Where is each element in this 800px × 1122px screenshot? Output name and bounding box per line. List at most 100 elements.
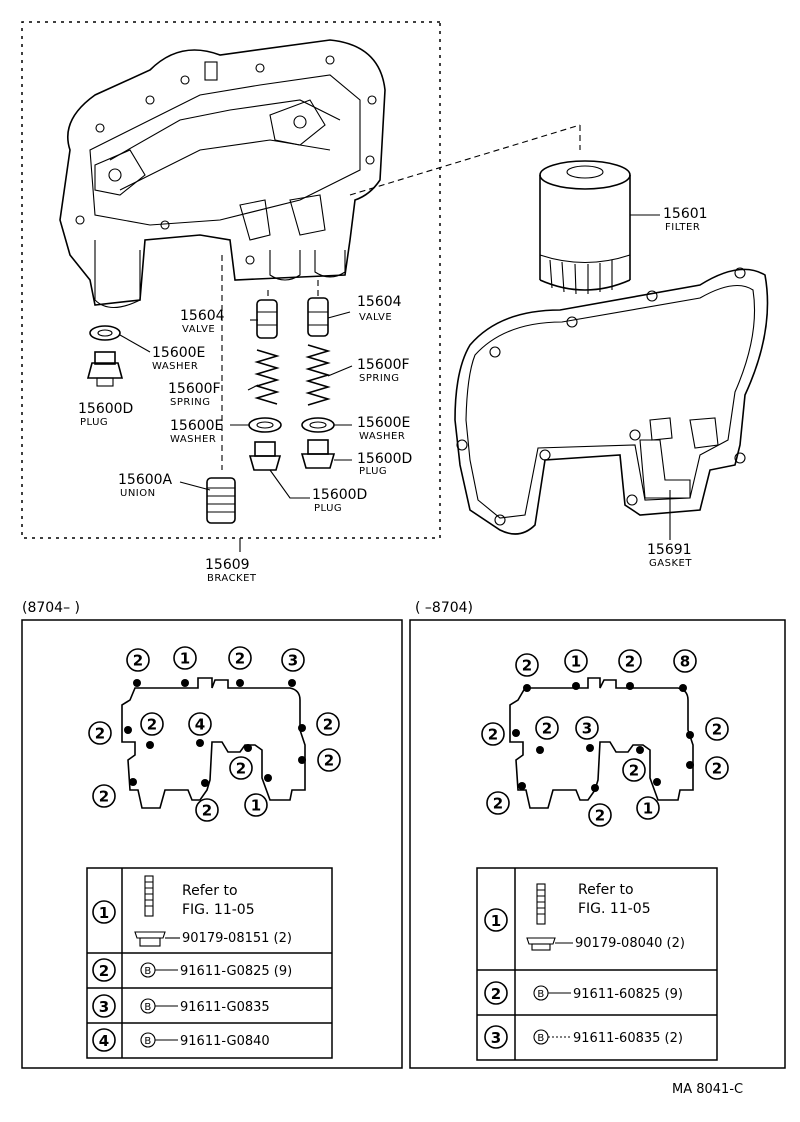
callout-circle [705, 756, 729, 780]
left-row4-num: 4 [99, 1032, 109, 1050]
valve-right-name: VALVE [359, 312, 392, 323]
callout-circle [92, 784, 116, 808]
callout-circle [705, 717, 729, 741]
spring-left-drawing [254, 349, 280, 405]
callout-circle [481, 722, 505, 746]
union-number: 15600A [118, 472, 173, 488]
washer-right-drawing [301, 417, 335, 433]
guide-lines [221, 124, 581, 470]
filter-name: FILTER [665, 222, 700, 233]
callout-number: 2 [235, 650, 245, 668]
leader-lines [119, 311, 353, 552]
callout-circle [636, 796, 660, 820]
plug-mid-drawing [248, 441, 282, 471]
callout-circle [486, 791, 510, 815]
callout-number: 2 [324, 752, 334, 770]
callout-number: 2 [488, 726, 498, 744]
callout-number: 2 [712, 760, 722, 778]
left-row1-circle [92, 900, 116, 924]
right-row2-num: 2 [491, 985, 501, 1003]
callout-circle [88, 721, 112, 745]
callout-number: 1 [251, 797, 261, 815]
spring-left-number: 15600F [168, 381, 221, 397]
right-row3-part: 91611-60835 (2) [573, 1031, 683, 1046]
callout-number: 3 [288, 652, 298, 670]
left-row2-num: 2 [99, 962, 109, 980]
stud-bolt-icon [536, 883, 546, 925]
left-row3-circle [92, 994, 116, 1018]
callout-circle [281, 648, 305, 672]
plug-left-drawing [86, 351, 124, 387]
callout-number: 2 [522, 657, 532, 675]
callout-circle [317, 748, 341, 772]
right-panel [409, 619, 786, 1069]
callout-number: 2 [629, 762, 639, 780]
callout-circle [173, 646, 197, 670]
flange-nut-icon [526, 937, 556, 951]
right-row1-num: 1 [491, 912, 501, 930]
left-row4-b: B [144, 1036, 151, 1047]
callout-number: 2 [99, 788, 109, 806]
washer-left-drawing [248, 417, 282, 433]
right-row2-part: 91611-60825 (9) [573, 987, 683, 1002]
washer-top-drawing [89, 325, 121, 341]
stud-bolt-icon [144, 875, 154, 917]
spring-right-number: 15600F [357, 357, 410, 373]
left-row2-circle [92, 958, 116, 982]
callout-number: 2 [202, 802, 212, 820]
callout-number: 2 [625, 653, 635, 671]
valve-left-name: VALVE [182, 324, 215, 335]
callout-circle [622, 758, 646, 782]
callout-number: 2 [542, 720, 552, 738]
callout-number: 1 [643, 800, 653, 818]
callout-circle [126, 648, 150, 672]
callout-circle [140, 712, 164, 736]
callout-number: 4 [195, 716, 205, 734]
callout-circle [564, 649, 588, 673]
callout-circle [515, 653, 539, 677]
left-row4-part: 91611-G0840 [180, 1034, 270, 1049]
flange-nut-icon [134, 931, 166, 947]
filter-number: 15601 [663, 206, 708, 222]
left-row1-num: 1 [99, 904, 109, 922]
callout-circle [535, 716, 559, 740]
left-row3-part: 91611-G0835 [180, 1000, 270, 1015]
bracket-number: 15609 [205, 557, 250, 573]
right-row1-circle [484, 908, 508, 932]
washer-right-number: 15600E [357, 415, 410, 431]
right-fastener-table: 1 Refer to FIG. 11-05 90179-08040 (2) 2 … [476, 867, 718, 1061]
left-bolt-layout [121, 677, 306, 809]
left-row2-part: 91611-G0825 (9) [180, 964, 292, 979]
left-panel-range: (8704– ) [22, 600, 80, 616]
valve-right-number: 15604 [357, 294, 402, 310]
washer-top-name: WASHER [152, 361, 198, 372]
left-row1-part: 90179-08151 (2) [182, 931, 292, 946]
callout-circle [195, 798, 219, 822]
callout-number: 2 [236, 760, 246, 778]
bracket-name: BRACKET [207, 573, 257, 584]
left-panel [21, 619, 403, 1069]
reference-code: MA 8041-C [672, 1082, 743, 1097]
callout-circle [188, 712, 212, 736]
right-row1-ref2: FIG. 11-05 [578, 901, 651, 917]
washer-left-name: WASHER [170, 434, 216, 445]
callout-number: 2 [595, 807, 605, 825]
valve-left-drawing [256, 299, 278, 339]
bracket-drawing [59, 39, 386, 309]
spring-right-drawing [305, 344, 331, 406]
callout-circle [228, 646, 252, 670]
left-row1-ref1: Refer to [182, 883, 238, 899]
plug-left-number: 15600D [78, 401, 133, 417]
callout-number: 2 [133, 652, 143, 670]
callout-number: 2 [493, 795, 503, 813]
callout-circle [229, 756, 253, 780]
right-row1-ref1: Refer to [578, 882, 634, 898]
plug-mid-number: 15600D [312, 487, 367, 503]
right-row2-circle [484, 981, 508, 1005]
callout-circle [618, 649, 642, 673]
gasket-drawing [454, 267, 769, 540]
plug-right-number: 15600D [357, 451, 412, 467]
